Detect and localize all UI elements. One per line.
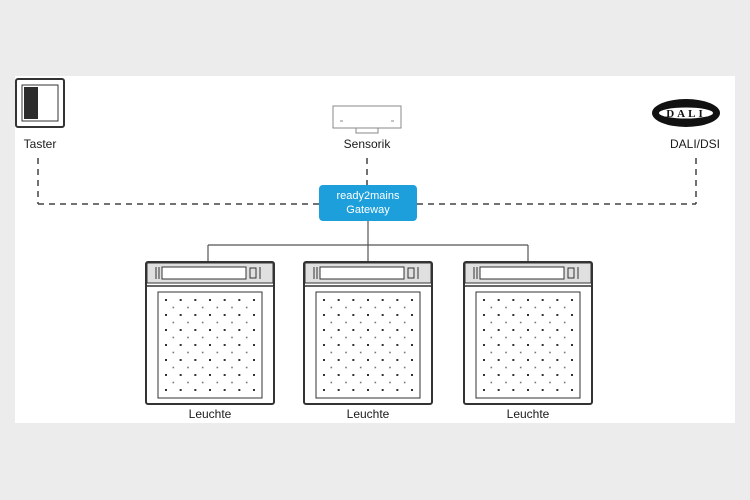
sensorik-label: Sensorik <box>343 137 391 151</box>
push-button-icon <box>15 78 65 128</box>
luminaire-3 <box>463 261 593 405</box>
sensor-icon <box>332 105 402 134</box>
dashed-bus <box>37 158 697 205</box>
gateway-box: ready2mains Gateway <box>319 185 417 221</box>
luminaire-1-label: Leuchte <box>188 407 232 421</box>
gateway-line1: ready2mains <box>336 190 400 202</box>
dali-label: DALI/DSI <box>669 137 721 151</box>
taster-label: Taster <box>23 137 57 151</box>
luminaire-1 <box>145 261 275 405</box>
mains-tree <box>207 221 529 262</box>
luminaire-2 <box>303 261 433 405</box>
luminaire-2-label: Leuchte <box>346 407 390 421</box>
dali-logo-text: DALI <box>666 108 706 120</box>
luminaire-3-label: Leuchte <box>506 407 550 421</box>
gateway-line2: Gateway <box>346 204 390 216</box>
dali-logo: DALI <box>652 99 720 127</box>
